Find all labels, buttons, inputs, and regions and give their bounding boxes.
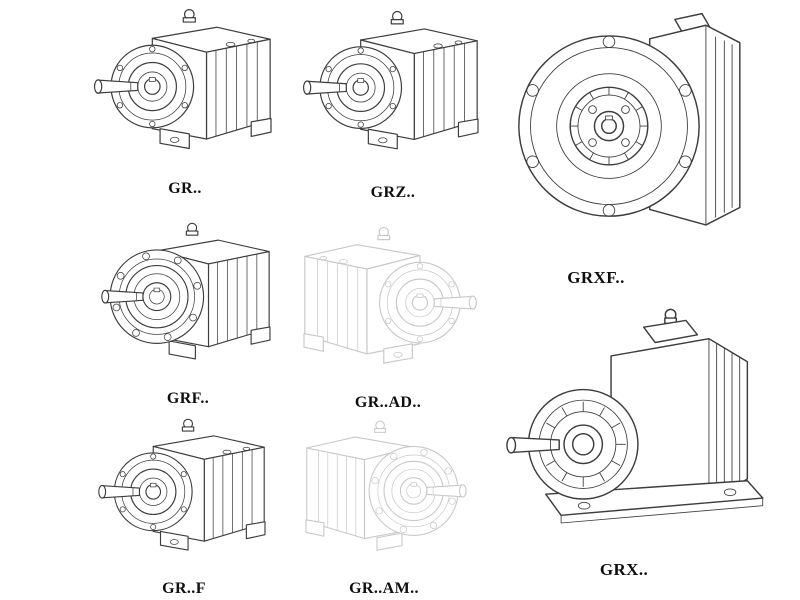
- figure-grxf: GRXF..: [495, 2, 785, 288]
- grx-gearbox-drawing: [506, 308, 764, 524]
- grf-gearbox-drawing: [101, 222, 271, 360]
- figure-gr: GR..: [85, 4, 285, 198]
- figure-label-gr: GR..: [168, 180, 202, 197]
- figure-gr-f: GR..F: [86, 414, 282, 598]
- figure-gr-ad: GR..AD..: [288, 222, 488, 412]
- figure-grf: GRF..: [88, 218, 288, 408]
- figure-grx: GRX..: [492, 302, 780, 580]
- figure-gr-am: GR..AM..: [286, 416, 482, 598]
- figure-label-grz: GRZ..: [370, 184, 416, 201]
- figure-label-grf: GRF..: [166, 390, 210, 407]
- gr-ad-gearbox-drawing: [303, 226, 477, 364]
- gr-f-gearbox-drawing: [98, 418, 266, 551]
- grz-gearbox-drawing: [302, 10, 479, 150]
- gr-am-gearbox-drawing: [305, 420, 467, 551]
- gr-gearbox-drawing: [93, 8, 272, 150]
- grxf-gearbox-drawing: [518, 12, 741, 226]
- figure-label-gr-am: GR..AM..: [349, 580, 419, 597]
- figure-label-grx: GRX..: [599, 560, 649, 579]
- figure-label-grxf: GRXF..: [567, 268, 625, 287]
- figure-label-gr-f: GR..F: [162, 580, 206, 597]
- figure-grz: GRZ..: [295, 6, 491, 202]
- figure-label-gr-ad: GR..AD..: [354, 394, 422, 411]
